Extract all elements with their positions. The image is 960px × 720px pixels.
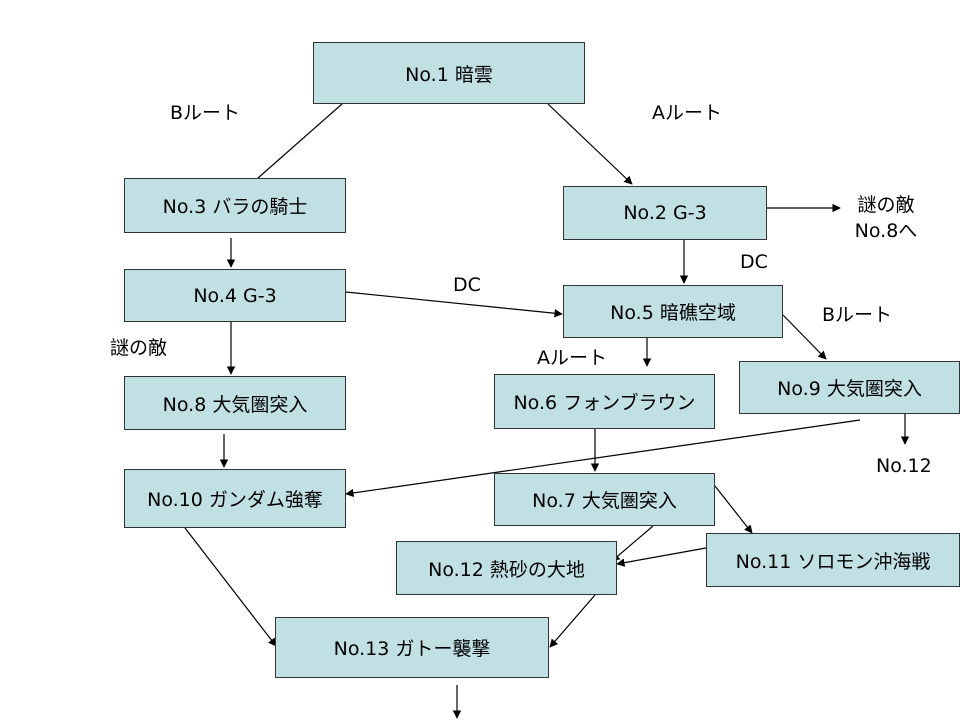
label-no12-ref: No.12 — [876, 455, 932, 477]
node-no11: No.11 ソロモン沖海戦 — [706, 533, 960, 587]
edge-n12-n13 — [549, 594, 596, 648]
node-no3: No.3 バラの騎士 — [124, 178, 346, 233]
edge-n7-n12 — [611, 525, 654, 562]
label-mystery-enemy-left: 謎の敵 — [110, 337, 168, 359]
node-no8: No.8 大気圏突入 — [124, 376, 346, 430]
edge-n9-n10 — [345, 419, 861, 498]
node-no13: No.13 ガトー襲撃 — [275, 617, 549, 678]
edge-n7-n11 — [714, 485, 753, 534]
node-no1: No.1 暗雲 — [313, 42, 585, 104]
node-no6: No.6 フォンブラウン — [494, 374, 715, 429]
edge-n11-n12 — [616, 547, 707, 567]
edge-n1-n2 — [547, 103, 633, 185]
node-no9: No.9 大気圏突入 — [739, 361, 960, 414]
node-no7: No.7 大気圏突入 — [494, 473, 715, 526]
edge-n5-n9 — [782, 314, 827, 360]
edge-n10-n13 — [184, 527, 277, 647]
node-no12: No.12 熱砂の大地 — [396, 541, 617, 595]
label-mystery-enemy-right: 謎の敵 No.8へ — [846, 192, 926, 244]
node-no10: No.10 ガンダム強奪 — [124, 469, 346, 528]
label-dc-right: DC — [740, 251, 768, 273]
label-b-route-right: Bルート — [822, 304, 893, 326]
label-a-route-top: Aルート — [652, 102, 722, 124]
node-no2: No.2 G-3 — [563, 186, 767, 240]
edge-n1-n3 — [257, 103, 343, 179]
node-no5: No.5 暗礁空域 — [563, 285, 783, 338]
node-no4: No.4 G-3 — [124, 269, 346, 322]
label-mystery-enemy-right-line1: 謎の敵 — [857, 194, 915, 216]
label-mystery-enemy-right-line2: No.8へ — [854, 220, 918, 242]
label-a-route-middle: Aルート — [537, 347, 607, 369]
edge-n4-n5 — [345, 291, 563, 318]
label-dc-middle: DC — [453, 274, 481, 296]
label-b-route-top: Bルート — [170, 102, 241, 124]
